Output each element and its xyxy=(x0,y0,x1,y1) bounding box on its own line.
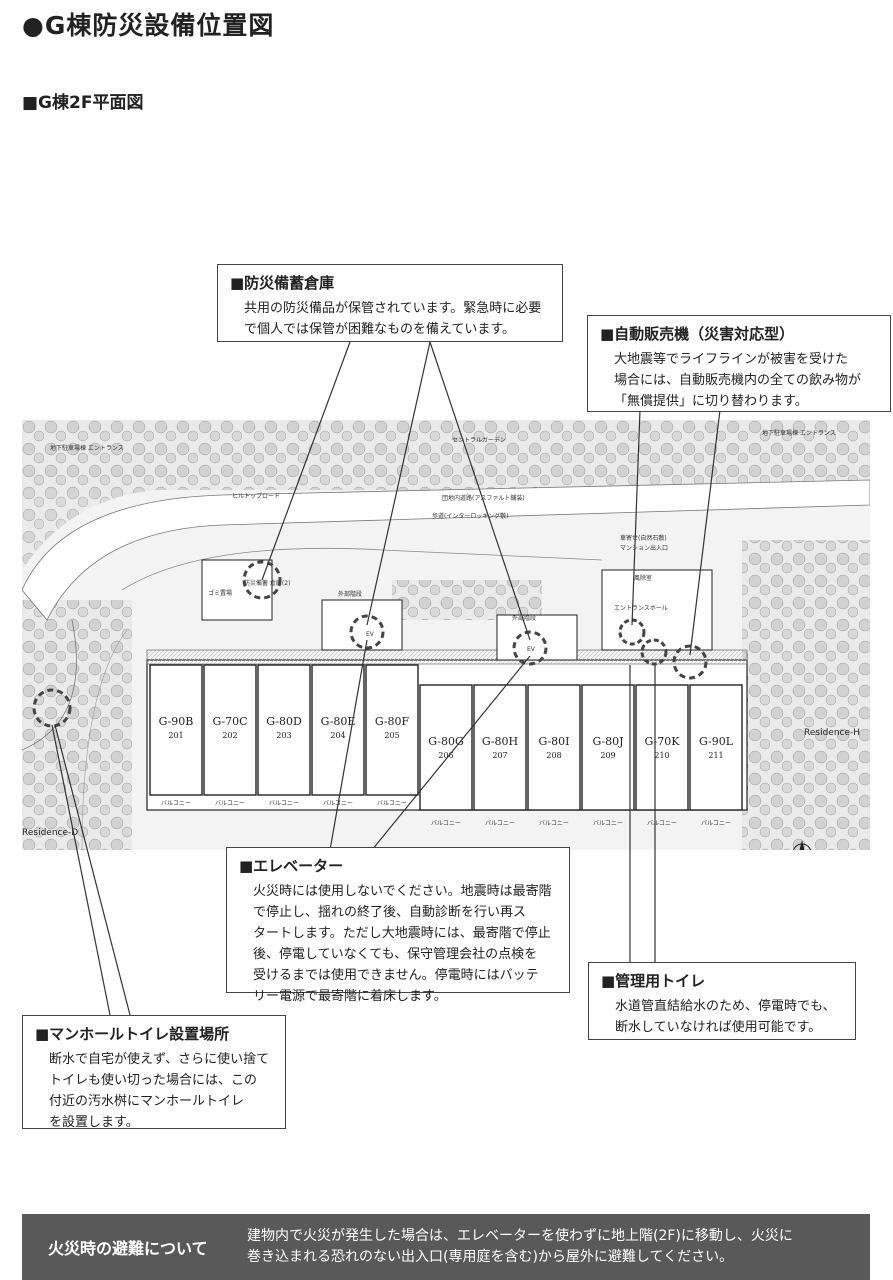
unit-number: 201 xyxy=(168,731,183,740)
balcony-label: バルコニー xyxy=(161,800,191,807)
balcony-label: バルコニー xyxy=(701,820,731,827)
unit-code: G-80I xyxy=(538,735,569,748)
unit-code: G-70K xyxy=(645,735,681,748)
parking-entrance-right: 地下駐車場棟 エントランス xyxy=(762,429,836,437)
entrance-hall-label: エントランスホール xyxy=(614,605,668,612)
floor-plan-subtitle: ■G棟2F平面図 xyxy=(22,93,144,113)
unit-number: 209 xyxy=(600,751,615,760)
unit-number: 207 xyxy=(492,751,507,760)
callout-toilet: ■管理用トイレ 水道管直結給水のため、停電時でも、 断水していなければ使用可能で… xyxy=(588,962,856,1040)
unit-number: 211 xyxy=(708,751,723,760)
north-arrow-icon xyxy=(792,840,812,850)
manhole-marker xyxy=(32,688,72,728)
callout-elevator-body: 火災時には使用しないでください。地震時は最寄階 で停止し、揺れの終了後、自動診断… xyxy=(253,884,552,1004)
trees-right xyxy=(742,540,870,850)
hilltop-road-label: ヒルトップロード xyxy=(232,493,280,500)
callout-storage: ■防災備蓄倉庫 共用の防災備品が保管されています。緊急時に必要 で個人では保管が… xyxy=(217,264,563,342)
floor-plan: G-90B 201 バルコニー G-70C 202 バルコニー G-80D 203 バルコニー G… xyxy=(22,420,870,850)
ev-label-1: EV xyxy=(366,631,375,638)
unit-code: G-90B xyxy=(159,715,194,728)
unit-code: G-80G xyxy=(428,735,464,748)
callout-storage-body: 共用の防災備品が保管されています。緊急時に必要 で個人では保管が困難なものを備え… xyxy=(244,301,542,337)
unit-code: G-80E xyxy=(321,715,356,728)
central-garden-label: セントラルガーデン xyxy=(452,436,506,444)
unit-number: 203 xyxy=(276,731,291,740)
unit-room xyxy=(581,684,635,811)
unit-grid: G-90B 201 バルコニー G-70C 202 バルコニー G-80D 203 バルコニー G… xyxy=(149,664,743,827)
trees-left xyxy=(22,600,132,850)
unit-room xyxy=(689,684,743,811)
unit-room xyxy=(149,664,203,796)
balcony-label: バルコニー xyxy=(269,800,299,807)
outer-stair-label-1: 外部階段 xyxy=(338,590,362,598)
garbage-area-label: ゴミ置場 xyxy=(208,589,232,597)
unit-room xyxy=(203,664,257,796)
unit-room xyxy=(311,664,365,796)
balcony-label: バルコニー xyxy=(377,800,407,807)
unit-number: 202 xyxy=(222,731,237,740)
unit-number: 205 xyxy=(384,731,399,740)
unit-number: 206 xyxy=(438,751,453,760)
unit-code: G-80J xyxy=(592,735,623,748)
evacuation-footer: 火災時の避難について 建物内で火災が発生した場合は、エレベーターを使わずに地上階… xyxy=(22,1214,870,1280)
toilet-marker xyxy=(640,638,668,666)
ev-label-2: EV xyxy=(527,646,536,653)
callout-toilet-body: 水道管直結給水のため、停電時でも、 断水していなければ使用可能です。 xyxy=(615,999,836,1035)
callout-elevator-head: ■エレベーター xyxy=(239,857,344,875)
unit-room xyxy=(257,664,311,796)
outer-stair-label-2: 外部階段 xyxy=(512,614,536,622)
unit-code: G-80H xyxy=(482,735,518,748)
parking-entrance-left: 地下駐車場棟 エントランス xyxy=(50,444,124,452)
callout-vending: ■自動販売機（災害対応型） 大地震等でライフラインが被害を受けた 場合には、自動… xyxy=(587,315,891,412)
unit-code: G-80F xyxy=(375,715,410,728)
callout-elevator: ■エレベーター 火災時には使用しないでください。地震時は最寄階 で停止し、揺れの… xyxy=(226,847,570,1004)
callout-toilet-head: ■管理用トイレ xyxy=(601,972,706,990)
unit-room xyxy=(527,684,581,811)
evacuation-footer-head: 火災時の避難について xyxy=(48,1239,208,1258)
callout-manhole-head: ■マンホールトイレ設置場所 xyxy=(35,1025,230,1043)
balcony-label: バルコニー xyxy=(539,820,569,827)
walkway-label: 歩道(インターロッキング敷) xyxy=(432,512,509,520)
residence-d-label: Residence-D xyxy=(22,828,78,838)
road xyxy=(22,479,870,621)
balcony-label: バルコニー xyxy=(431,820,461,827)
callout-vending-head: ■自動販売機（災害対応型） xyxy=(600,325,795,343)
road-label: 団地内道路(アスファルト舗装) xyxy=(442,494,525,502)
unit-number: 204 xyxy=(330,731,345,740)
balcony-label: バルコニー xyxy=(647,820,677,827)
unit-room xyxy=(365,664,419,796)
unit-number: 208 xyxy=(546,751,561,760)
callout-manhole: ■マンホールトイレ設置場所 断水で自宅が使えず、さらに使い捨て トイレも使い切っ… xyxy=(22,1015,286,1130)
evacuation-footer-body: 建物内で火災が発生した場合は、エレベーターを使わずに地上階(2F)に移動し、火災… xyxy=(247,1228,793,1265)
unit-code: G-90L xyxy=(699,735,734,748)
unit-room xyxy=(635,684,689,811)
balcony-label: バルコニー xyxy=(485,820,515,827)
balcony-label: バルコニー xyxy=(323,800,353,807)
callout-manhole-body: 断水で自宅が使えず、さらに使い捨て トイレも使い切った場合には、この 付近の汚水… xyxy=(49,1052,270,1130)
balcony-label: バルコニー xyxy=(593,820,623,827)
unit-code: G-80D xyxy=(266,715,302,728)
car-stop-label: 車寄せ(自然石敷) xyxy=(620,534,667,542)
entrance-label: マンション出入口 xyxy=(620,544,668,552)
wind-room-label: 風除室 xyxy=(634,574,652,582)
page-title: ●G棟防災設備位置図 xyxy=(22,11,275,40)
callout-vending-body: 大地震等でライフラインが被害を受けた 場合には、自動販売機内の全ての飲み物が 「… xyxy=(614,352,862,409)
unit-code: G-70C xyxy=(212,715,247,728)
balcony-label: バルコニー xyxy=(215,800,245,807)
callout-storage-head: ■防災備蓄倉庫 xyxy=(230,274,335,292)
unit-number: 210 xyxy=(654,751,669,760)
storage-short-label: 防災備蓄 倉庫(2) xyxy=(244,579,290,587)
residence-h-label: Residence-H xyxy=(804,728,860,738)
